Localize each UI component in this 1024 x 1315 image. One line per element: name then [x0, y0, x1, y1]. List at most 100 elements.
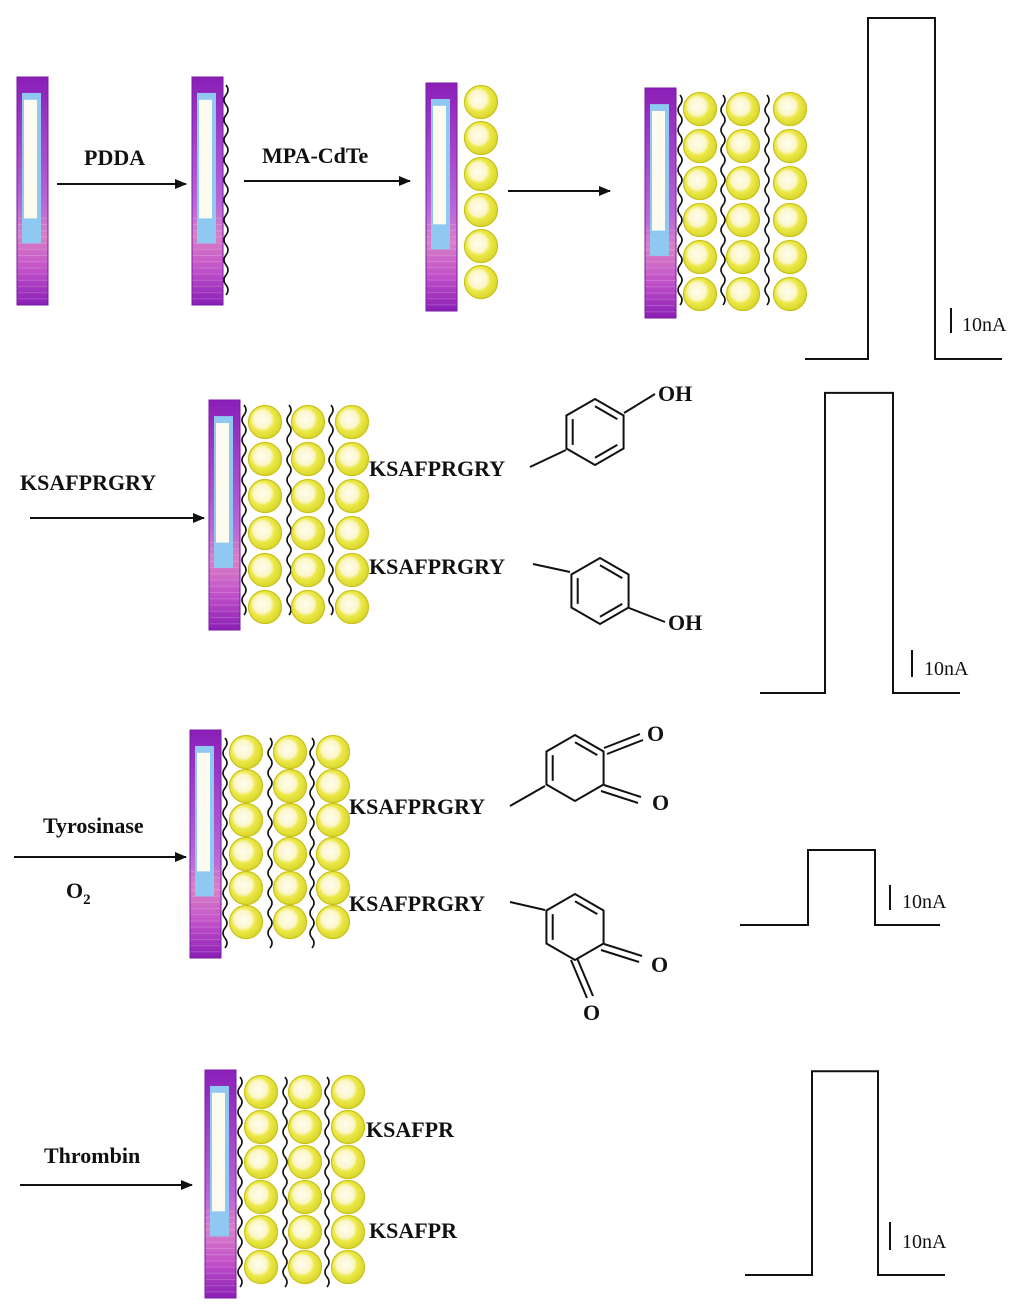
quantum-dot [287, 1179, 323, 1215]
step-multilayer-electrode [644, 87, 808, 319]
quantum-dot [228, 768, 264, 804]
quantum-dot-column [243, 1074, 279, 1285]
label-mpa-cdte: MPA-CdTe [262, 143, 369, 168]
quantum-dot [247, 552, 283, 588]
quantum-dot [772, 239, 808, 275]
quantum-dot [228, 870, 264, 906]
scale-bar-label: 10nA [962, 314, 1007, 336]
peptide-quinone-bottom: KSAFPRGRY O O [349, 891, 668, 1025]
quantum-dot [772, 165, 808, 201]
quantum-dot [330, 1144, 366, 1180]
step-peptide-electrode [208, 399, 370, 631]
electrode [191, 76, 224, 306]
peptide-tyrosine-top: KSAFPRGRY OH [369, 381, 692, 481]
signal-trace [740, 848, 940, 926]
quantum-dot [334, 589, 370, 625]
quantum-dot [228, 904, 264, 940]
pdda-chain [286, 404, 292, 616]
quantum-dot [287, 1214, 323, 1250]
pdda-chain [222, 737, 228, 949]
quantum-dot [772, 276, 808, 312]
quantum-dot [463, 156, 499, 192]
quantum-dot [287, 1249, 323, 1285]
scale-bar-label: 10nA [902, 891, 947, 913]
quantum-dot [272, 904, 308, 940]
quantum-dot [315, 904, 351, 940]
peptide-cleaved-label: KSAFPR [366, 1117, 455, 1142]
quantum-dot [463, 192, 499, 228]
label-thrombin: Thrombin [44, 1143, 140, 1168]
quantum-dot [330, 1249, 366, 1285]
quantum-dot [330, 1179, 366, 1215]
quantum-dot [330, 1214, 366, 1250]
quantum-dot-column [287, 1074, 323, 1285]
quantum-dot [272, 836, 308, 872]
quantum-dot [290, 589, 326, 625]
quantum-dot [334, 515, 370, 551]
peptide-tyrosine-bottom: KSAFPRGRY OH [369, 554, 702, 635]
pdda-chain [267, 737, 273, 949]
quantum-dot [334, 552, 370, 588]
scale-bar-label: 10nA [902, 1231, 947, 1253]
quantum-dot [290, 404, 326, 440]
quantum-dot [243, 1249, 279, 1285]
step-pdda-electrode [191, 76, 229, 306]
pdda-chain [241, 404, 247, 616]
peptide-label: KSAFPRGRY [369, 554, 505, 579]
pdda-chain [237, 1076, 243, 1288]
pdda-chain [282, 1076, 288, 1288]
quantum-dot-column [228, 734, 264, 940]
quantum-dot [725, 165, 761, 201]
quantum-dot [725, 128, 761, 164]
oxygen-label: O [647, 721, 664, 746]
arrow-mpa-cdte: MPA-CdTe [244, 143, 411, 186]
quantum-dot [228, 734, 264, 770]
phenol-ring [570, 556, 630, 626]
pdda-chain [720, 94, 726, 306]
oxygen-label: O [652, 790, 669, 815]
quantum-dot-column [334, 404, 370, 625]
quantum-dot [247, 515, 283, 551]
step-qd-electrode [425, 82, 499, 312]
quantum-dot [243, 1144, 279, 1180]
quantum-dot [272, 802, 308, 838]
signal-trace [745, 1070, 945, 1276]
scale-bar-label: 10nA [924, 658, 969, 680]
quinone-ring [545, 892, 605, 962]
quantum-dot [772, 91, 808, 127]
quantum-dot [243, 1074, 279, 1110]
step-quinone-electrode [189, 729, 351, 959]
signal-trace [805, 17, 1002, 360]
quantum-dot [463, 228, 499, 264]
quantum-dot-column [247, 404, 283, 625]
photocurrent-signal-1: 10nA [805, 17, 1007, 360]
arrow-tyrosinase: Tyrosinase O2 [14, 813, 187, 908]
quantum-dot [772, 128, 808, 164]
quantum-dot [272, 768, 308, 804]
quantum-dot [272, 734, 308, 770]
quantum-dot [243, 1179, 279, 1215]
quantum-dot [315, 768, 351, 804]
quantum-dot [330, 1074, 366, 1110]
pdda-chain [677, 94, 683, 306]
quinone-ring [545, 733, 605, 803]
peptide-quinone-top: KSAFPRGRY O O [349, 721, 669, 819]
quantum-dot [330, 1109, 366, 1145]
photocurrent-signal-2: 10nA [760, 391, 969, 694]
quantum-dot [315, 836, 351, 872]
label-pdda: PDDA [84, 145, 145, 170]
peptide-label: KSAFPRGRY [349, 891, 485, 916]
pdda-chain [309, 737, 315, 949]
peptide-cleaved-label: KSAFPR [369, 1218, 458, 1243]
hydroxyl-label: OH [668, 610, 702, 635]
quantum-dot [272, 870, 308, 906]
quantum-dot [315, 870, 351, 906]
quantum-dot-column [330, 1074, 366, 1285]
pdda-chain [764, 94, 770, 306]
quantum-dot [287, 1144, 323, 1180]
quantum-dot-column [463, 84, 499, 300]
phenol-ring [565, 397, 625, 467]
signal-trace [760, 391, 960, 694]
quantum-dot [463, 120, 499, 156]
